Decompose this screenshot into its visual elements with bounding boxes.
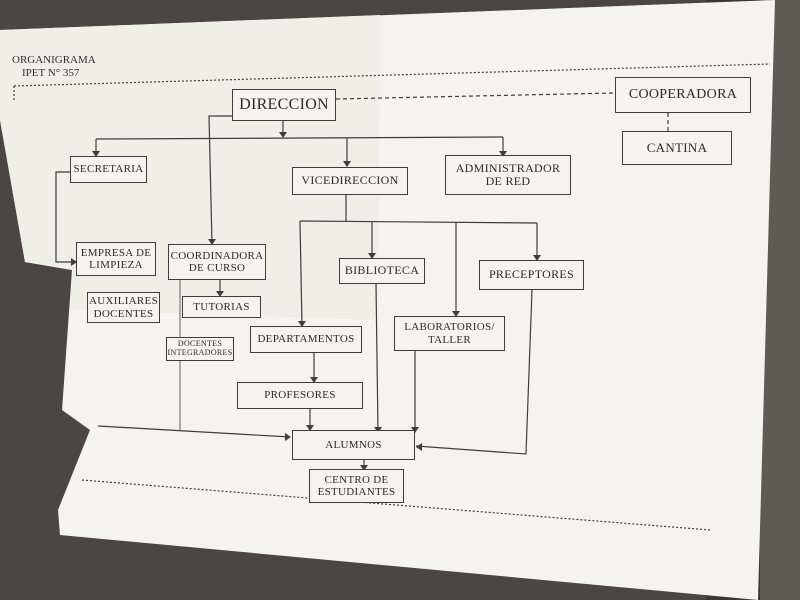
node-alumnos: ALUMNOS	[292, 430, 415, 460]
node-secretaria: SECRETARIA	[70, 156, 147, 183]
node-biblioteca: BIBLIOTECA	[339, 258, 425, 284]
line-left-alumnos	[97, 425, 291, 438]
arrowheads	[71, 132, 541, 471]
line-vice-horizontal	[299, 220, 538, 224]
node-empresa-limpieza: EMPRESA DE LIMPIEZA	[76, 242, 156, 276]
chart-subtitle: IPET N° 357	[22, 67, 80, 79]
node-docentes-integradores: DOCENTES INTEGRADORES	[166, 337, 234, 361]
node-profesores: PROFESORES	[237, 382, 363, 409]
line-to-departamentos	[299, 220, 303, 327]
node-direccion: DIRECCION	[232, 89, 336, 121]
line-direccion-cooperadora	[335, 92, 615, 100]
dotted-border-bottom	[81, 479, 711, 531]
node-centro-estudiantes: CENTRO DE ESTUDIANTES	[309, 469, 404, 503]
node-cooperadora: COOPERADORA	[615, 77, 751, 113]
node-preceptores: PRECEPTORES	[479, 260, 584, 290]
node-administrador-red: ADMINISTRADOR DE RED	[445, 155, 571, 195]
node-auxiliares-docentes: AUXILIARES DOCENTES	[87, 292, 160, 323]
node-vicedireccion: VICEDIRECCION	[292, 167, 408, 195]
line-main-horizontal	[95, 136, 504, 140]
node-laboratorios-taller: LABORATORIOS/ TALLER	[394, 316, 505, 351]
chart-title: ORGANIGRAMA	[12, 54, 96, 66]
line-secretaria-limpieza	[55, 171, 76, 263]
node-departamentos: DEPARTAMENTOS	[250, 326, 362, 353]
line-preceptores-alumnos	[415, 289, 533, 455]
line-to-coordinadora	[208, 115, 232, 245]
line-biblioteca-alumnos	[375, 283, 379, 433]
node-coordinadora-curso: COORDINADORA DE CURSO	[168, 244, 266, 280]
node-cantina: CANTINA	[622, 131, 732, 165]
connectors	[13, 63, 771, 531]
node-tutorias: TUTORIAS	[182, 296, 261, 318]
